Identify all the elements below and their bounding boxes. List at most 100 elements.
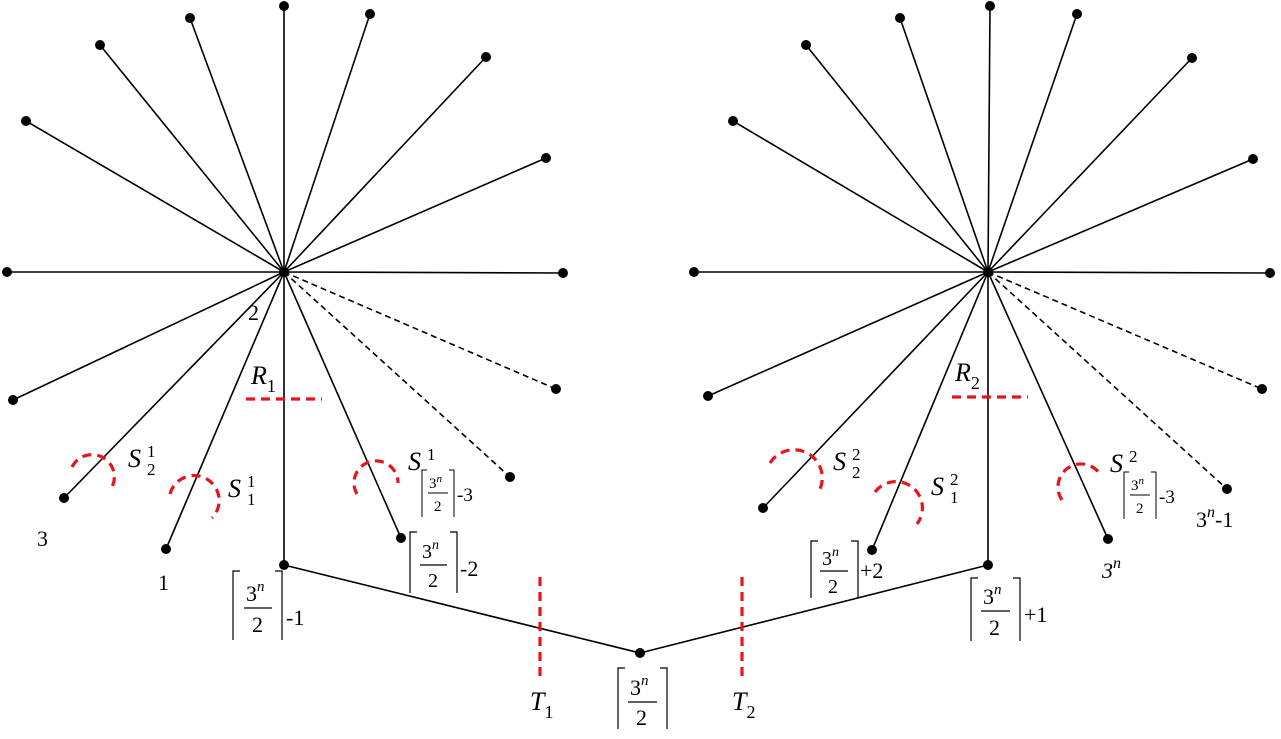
edge [12, 271, 285, 401]
ceil-bracket-right [450, 531, 458, 593]
s-sub-ceiling: 3n 2 -3 [1123, 471, 1175, 519]
edge [25, 120, 285, 273]
label-ceil-plus-2: 3n 2 +2 [810, 540, 883, 598]
leaf-node [1248, 154, 1258, 164]
label-3n-sup: n [1113, 555, 1121, 572]
s-sup: 1 [427, 445, 436, 464]
leaf-node [1222, 484, 1232, 494]
t1-sub: 1 [544, 702, 553, 722]
ceil-sup: n [832, 545, 839, 560]
leaf-node [21, 116, 31, 126]
label-t2: T2 [732, 687, 755, 722]
edge [987, 271, 1109, 540]
ceil-bracket-left [232, 570, 240, 640]
ceil-numerator: 3n [1131, 475, 1145, 494]
ceil-numerator: 3n [246, 579, 265, 606]
leaf-node [161, 544, 171, 554]
leaf-node [703, 391, 713, 401]
ceil-bracket-right [449, 469, 455, 517]
label-3n-1-suffix: -1 [1215, 507, 1233, 532]
edge [871, 271, 989, 551]
leaf-node [481, 52, 491, 62]
r2-sub: 2 [971, 373, 980, 393]
leaf-node [728, 116, 738, 126]
ceil-numerator: 3n [983, 582, 1002, 609]
ceil-denominator: 2 [636, 705, 647, 730]
right-star [689, 1, 1275, 570]
label-3n-base: 3 [1101, 558, 1113, 583]
dashed-edge [987, 271, 1228, 490]
ceil-suffix: -2 [460, 556, 478, 581]
s-sup: 2 [950, 470, 959, 489]
t2-sub: 2 [746, 702, 755, 722]
ceil-sup: n [994, 582, 1002, 598]
edge [283, 56, 487, 273]
ceil-numerator: 3n [429, 473, 443, 492]
s-sup: 1 [247, 472, 256, 491]
cut-marker-s1-1 [168, 473, 221, 520]
ceil-sup: n [641, 673, 649, 689]
cut-marker-s2-2 [768, 448, 824, 494]
ceil-bracket-right [660, 667, 668, 729]
bridge-edge-right [639, 564, 989, 654]
t2-base: T [732, 687, 748, 716]
edge [63, 271, 285, 499]
leaf-node [1072, 9, 1082, 19]
leaf-node [8, 395, 18, 405]
ceil-bracket-right [851, 540, 859, 598]
label-ceil-plus-1: 3n 2 +1 [970, 577, 1047, 641]
label-s2-2: S 2 2 [833, 445, 861, 482]
edge [283, 271, 402, 539]
label-s2-1: S 2 1 [931, 470, 959, 507]
ceil-bracket-right [1151, 471, 1157, 519]
edge [805, 44, 989, 273]
ceil-denominator: 2 [1136, 501, 1144, 517]
leaf-node [396, 533, 406, 543]
ceil-sup: n [432, 538, 439, 553]
s-sub: 1 [950, 488, 959, 507]
t1-base: T [530, 687, 546, 716]
s-base: S [128, 444, 141, 473]
ceil-bracket-right [275, 570, 283, 640]
leaf-node [365, 9, 375, 19]
edge [189, 17, 285, 273]
leaf-node [758, 503, 768, 513]
edge [99, 44, 285, 273]
edge [987, 271, 1271, 274]
ceil-suffix: +2 [860, 558, 883, 583]
label-3n-1-sup: n [1207, 504, 1215, 521]
ceil-numerator: 3n [422, 538, 439, 563]
s-sup: 2 [1129, 447, 1138, 466]
ceil-sup: n [257, 579, 265, 595]
ceil-top: 3 [983, 584, 994, 609]
cut-marker-s1-last [352, 459, 400, 495]
bridge-center-node [635, 648, 645, 658]
edge [165, 271, 285, 550]
dashed-edge [283, 271, 557, 390]
vertex-labels: 2 3 1 3n 3n-1 [37, 300, 1233, 595]
s-base: S [1110, 449, 1123, 478]
leaf-node [867, 545, 877, 555]
edge [987, 57, 1193, 273]
ceil-bracket-left [970, 577, 978, 641]
ceil-top: 3 [246, 581, 257, 606]
edge [987, 158, 1254, 273]
center-node [279, 267, 289, 277]
ceil-bracket-left [617, 667, 625, 729]
s-sub: 2 [147, 460, 156, 479]
ceil-denominator: 2 [989, 615, 1000, 640]
s-base: S [408, 447, 421, 476]
bridge [283, 564, 989, 658]
r2-base: R [954, 358, 971, 387]
edge [987, 5, 991, 273]
ceil-bracket-left [1123, 471, 1129, 519]
ceil-sup: n [437, 473, 443, 485]
left-star [2, 1, 568, 570]
ceil-top: 3 [1131, 478, 1139, 494]
leaf-node [1257, 384, 1267, 394]
r1-sub: 1 [267, 376, 276, 396]
leaf-node [801, 40, 811, 50]
ceil-suffix: -1 [286, 605, 304, 630]
leaf-node [59, 493, 69, 503]
